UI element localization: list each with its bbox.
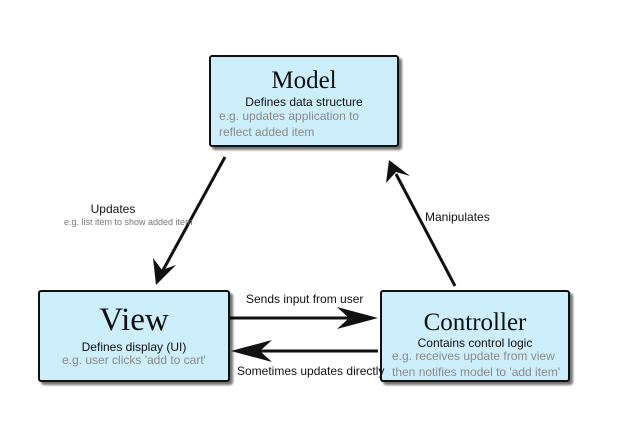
sometimes-updates-label: Sometimes updates directly	[237, 364, 385, 378]
sends-input-label: Sends input from user	[246, 292, 364, 306]
view-subtitle: Defines display (UI)	[81, 340, 187, 354]
updates-example: e.g. list item to show added item	[64, 217, 193, 227]
model-title: Model	[271, 67, 337, 94]
arrow-controller-to-view	[231, 340, 378, 362]
manipulates-label: Manipulates	[425, 210, 490, 224]
controller-title: Controller	[423, 309, 527, 336]
controller-subtitle: Contains control logic	[417, 336, 533, 350]
model-box: Model Defines data structure e.g. update…	[209, 55, 399, 147]
view-box: View Defines display (UI) e.g. user clic…	[38, 290, 230, 382]
controller-example: e.g. receives update from view then noti…	[392, 349, 561, 379]
model-example: e.g. updates application to reflect adde…	[219, 109, 360, 139]
controller-box: Controller Contains control logic e.g. r…	[380, 290, 570, 382]
model-subtitle: Defines data structure	[245, 95, 363, 109]
updates-label: Updates	[90, 202, 136, 216]
view-title: View	[99, 302, 169, 338]
arrow-model-to-view	[153, 156, 227, 285]
arrow-controller-to-model	[386, 160, 457, 287]
view-example: e.g. user clicks 'add to cart'	[62, 353, 206, 367]
arrow-view-to-controller	[230, 307, 378, 329]
